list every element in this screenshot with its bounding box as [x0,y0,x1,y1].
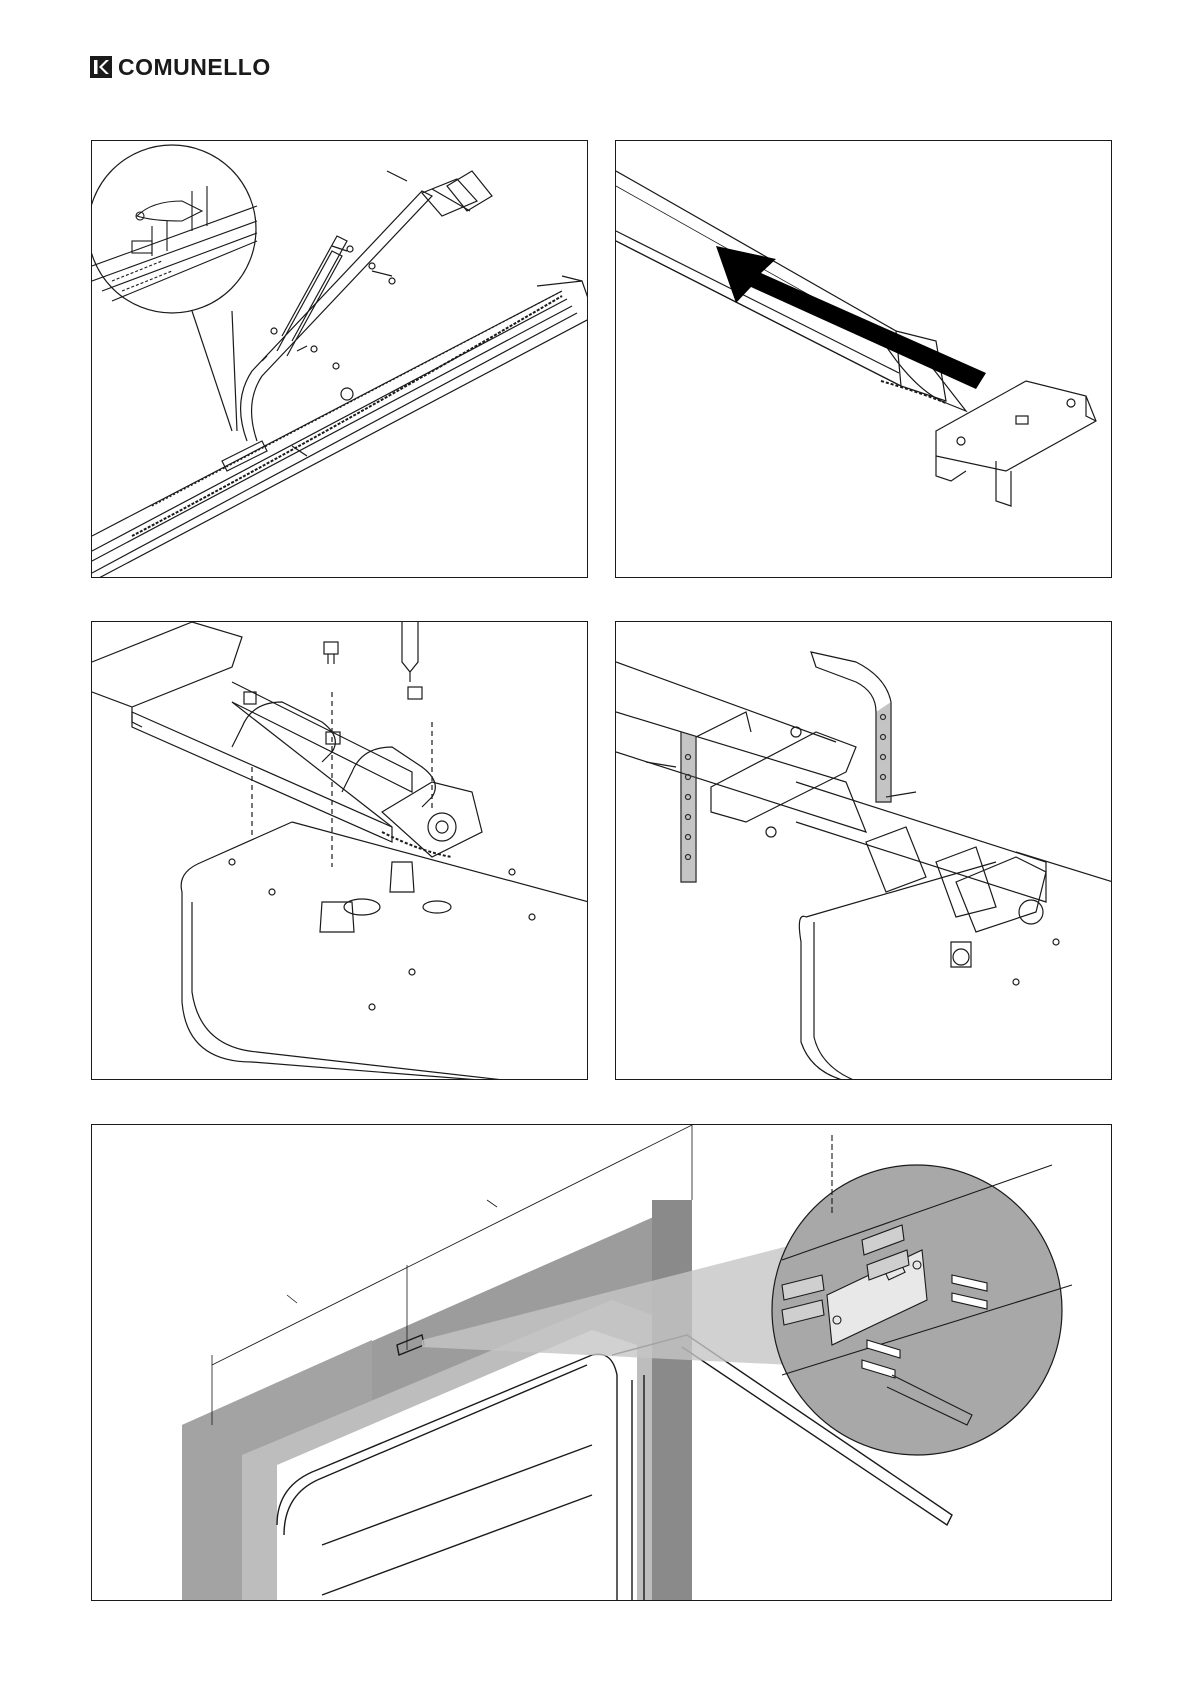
wall-bracket-above-door-illustration [91,1124,1112,1601]
rail-and-arm-exploded-view-illustration [91,140,588,578]
brand-logo: COMUNELLO [90,55,271,79]
rail-slide-into-bracket-illustration [615,140,1112,578]
rail-to-motor-screw-illustration [91,621,588,1080]
comunello-k-logo-icon [90,56,112,78]
ceiling-bracket-mounting-illustration [615,621,1112,1080]
brand-name: COMUNELLO [118,55,271,79]
